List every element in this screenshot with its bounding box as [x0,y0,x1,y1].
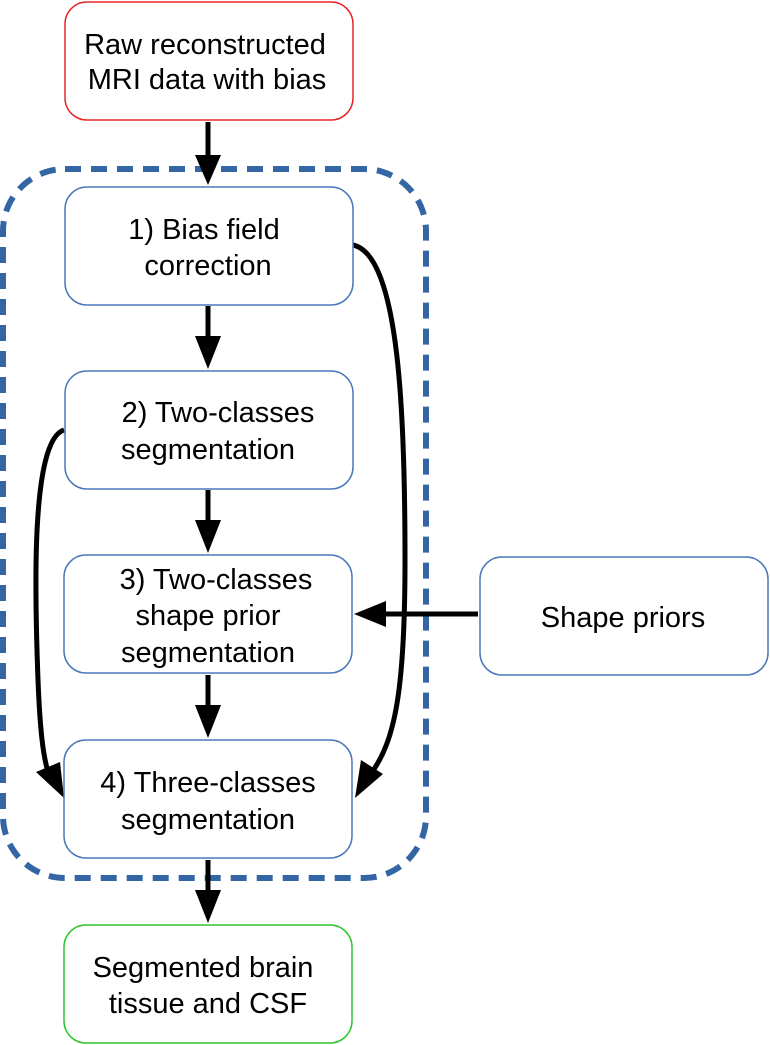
edge-step1-step4-head [355,760,383,798]
node-input: Raw reconstructed MRI data with bias [64,1,354,121]
node-output-line-1: Segmented brain [93,952,314,984]
edge-step3-step4-head [195,705,221,738]
node-step1: 1) Bias field correction [64,186,354,306]
node-priors: Shape priors [479,556,769,676]
node-step2-line-2: segmentation [121,434,295,466]
node-step4-line-2: segmentation [121,804,295,836]
node-step3-line-3: segmentation [121,637,295,669]
edge-step1-step4 [352,242,408,774]
edge-step2-step3-head [195,520,221,553]
node-priors-line-1: Shape priors [541,602,705,634]
node-output-line-2: tissue and CSF [109,988,307,1020]
pipeline-group-boundary [0,166,429,881]
edge-step2-step4-head [36,762,64,798]
edge-step2-step4 [33,427,66,773]
node-step2: 2) Two-classes segmentation [64,370,354,490]
edge-priors-step3-head [354,601,386,627]
edge-input-step1-head [195,155,221,185]
node-step2-line-1: 2) Two-classes [122,397,315,429]
node-step3-line-1: 3) Two-classes [120,564,313,596]
edge-step1-step2-head [195,336,221,369]
node-step4: 4) Three-classes segmentation [63,739,353,859]
node-input-line-1: Raw reconstructed [84,29,326,61]
node-step4-line-1: 4) Three-classes [100,767,315,799]
edge-step4-output-head [195,890,221,923]
node-step1-line-1: 1) Bias field [128,214,280,246]
node-step3: 3) Two-classes shape prior segmentation [63,554,353,674]
node-output: Segmented brain tissue and CSF [63,924,353,1044]
node-input-line-2: MRI data with bias [88,64,327,96]
edges [33,122,478,923]
node-step3-line-2: shape prior [135,600,280,632]
node-step1-line-2: correction [144,250,271,282]
